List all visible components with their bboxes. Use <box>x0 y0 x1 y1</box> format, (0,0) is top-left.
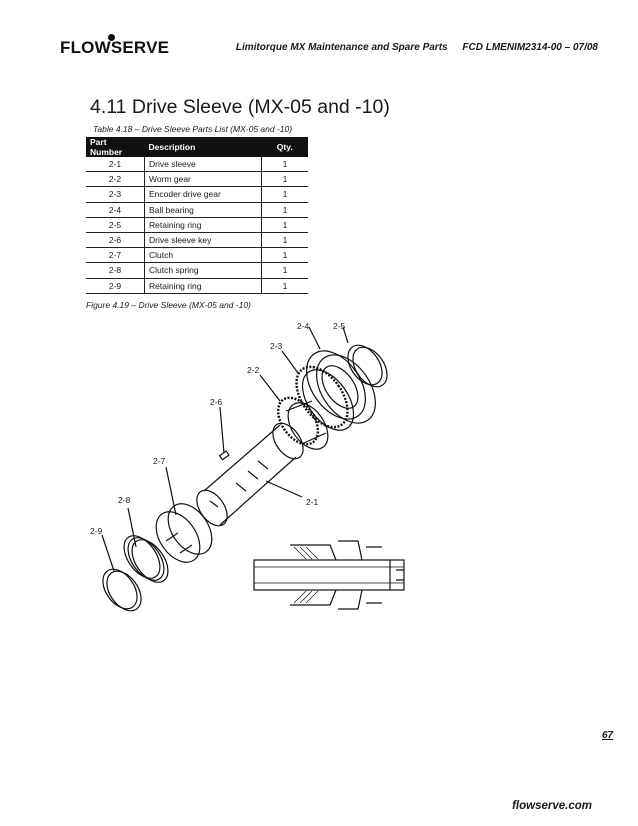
logo-text: FLOWSERVE <box>60 38 170 57</box>
part-qty: 1 <box>261 247 308 264</box>
part-number: 2-5 <box>86 217 145 233</box>
callout-2-7: 2-7 <box>153 456 166 466</box>
figure-caption: Figure 4.19 – Drive Sleeve (MX-05 and -1… <box>86 300 251 310</box>
callout-2-1: 2-1 <box>306 497 319 507</box>
callout-2-3: 2-3 <box>270 341 283 351</box>
flowserve-logo: FLOWSERVE <box>60 34 170 58</box>
leader-line-2-9 <box>101 534 115 572</box>
leader-line-2-7 <box>165 466 177 516</box>
ball-bearing-2-4 <box>306 350 376 424</box>
drive-sleeve-2-1 <box>196 422 304 527</box>
part-description: Drive sleeve <box>144 157 262 173</box>
footer-url[interactable]: flowserve.com <box>512 800 592 812</box>
part-qty: 1 <box>261 262 308 279</box>
retaining-ring-2-5 <box>347 344 388 388</box>
part-qty: 1 <box>261 171 308 188</box>
logo-mark-icon <box>108 34 115 41</box>
section-title: 4.11 Drive Sleeve (MX-05 and -10) <box>90 96 390 118</box>
callout-2-2: 2-2 <box>247 365 260 375</box>
callout-2-4: 2-4 <box>297 321 310 331</box>
part-qty: 1 <box>261 202 308 218</box>
col-qty: Qty. <box>261 137 308 157</box>
part-qty: 1 <box>261 157 308 173</box>
part-number: 2-8 <box>86 262 145 279</box>
clutch-spring-2-8 <box>123 535 169 583</box>
part-description: Drive sleeve key <box>144 232 262 249</box>
doc-code: FCD LMENIM2314-00 – 07/08 <box>462 42 598 53</box>
leader-line-2-4 <box>308 326 321 350</box>
part-description: Retaining ring <box>144 217 262 233</box>
part-qty: 1 <box>261 278 308 294</box>
drive-sleeve-key-2-6 <box>218 450 230 461</box>
drive-sleeve-exploded-drawing <box>101 326 405 612</box>
part-qty: 1 <box>261 186 308 203</box>
part-number: 2-4 <box>86 202 145 218</box>
part-description: Worm gear <box>144 171 262 188</box>
table-caption: Table 4.18 – Drive Sleeve Parts List (MX… <box>93 124 293 134</box>
leader-line-2-8 <box>127 507 137 548</box>
retaining-ring-2-9 <box>102 568 142 612</box>
doc-title: Limitorque MX Maintenance and Spare Part… <box>235 42 448 53</box>
worm-gear-2-2 <box>276 396 329 450</box>
col-description: Description <box>144 137 262 157</box>
callout-2-6: 2-6 <box>210 397 223 407</box>
part-description: Ball bearing <box>144 202 262 218</box>
clutch-2-7 <box>155 503 213 563</box>
part-description: Encoder drive gear <box>144 186 262 203</box>
part-qty: 1 <box>261 217 308 233</box>
leader-line-2-5 <box>342 326 349 344</box>
part-number: 2-9 <box>86 278 145 294</box>
part-description: Clutch <box>144 247 262 264</box>
part-number: 2-3 <box>86 186 145 203</box>
part-description: Retaining ring <box>144 278 262 294</box>
part-number: 2-2 <box>86 171 145 188</box>
callout-2-9: 2-9 <box>90 526 103 536</box>
document-header: Limitorque MX Maintenance and Spare Part… <box>236 42 598 53</box>
col-part-number: Part Number <box>86 137 145 157</box>
drive-sleeve-section-view <box>253 540 405 610</box>
part-description: Clutch spring <box>144 262 262 279</box>
leader-line-2-3 <box>281 350 299 374</box>
part-qty: 1 <box>261 232 308 249</box>
callout-2-8: 2-8 <box>118 495 131 505</box>
part-number: 2-7 <box>86 247 145 264</box>
part-number: 2-6 <box>86 232 145 249</box>
page-number: 67 <box>602 730 614 741</box>
leader-line-2-6 <box>219 406 225 454</box>
leader-line-2-1 <box>265 480 303 498</box>
leader-line-2-2 <box>259 374 281 402</box>
callout-2-5: 2-5 <box>333 321 346 331</box>
table-header-row: Part Number Description Qty. <box>86 137 308 157</box>
part-number: 2-1 <box>86 157 145 173</box>
